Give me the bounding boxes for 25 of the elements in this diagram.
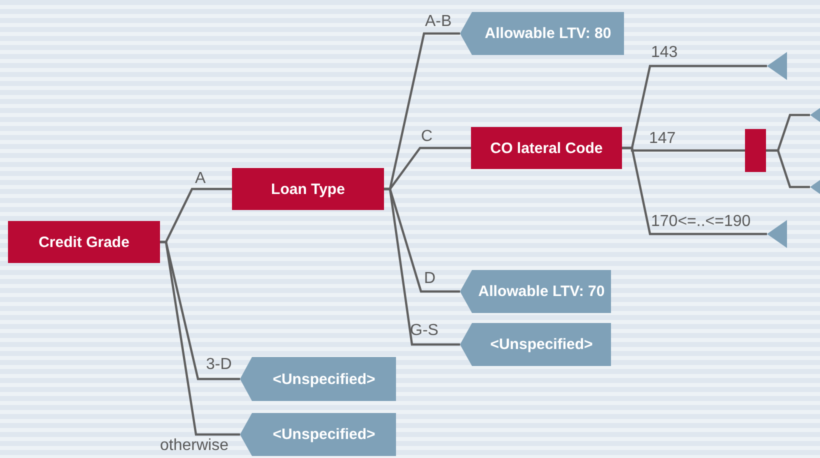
outcome-tag: <Unspecified> bbox=[240, 357, 396, 401]
branch-line bbox=[622, 146, 767, 236]
branch-line bbox=[160, 240, 240, 436]
edge-label: D bbox=[424, 270, 436, 288]
outcome-tag: Allowable LTV: 70 bbox=[460, 270, 611, 313]
decision-box: CO lateral Code bbox=[471, 127, 622, 169]
outcome-tag: <Unspecified> bbox=[240, 413, 396, 456]
edge-label: otherwise bbox=[160, 437, 228, 455]
decision-bar bbox=[745, 129, 766, 172]
leaf-triangle bbox=[767, 52, 787, 80]
edge-label: A-B bbox=[425, 13, 452, 31]
edge-label: 143 bbox=[651, 44, 678, 62]
edge-label: 147 bbox=[649, 130, 676, 148]
branch-line bbox=[384, 188, 460, 346]
outcome-tag: <Unspecified> bbox=[460, 323, 611, 366]
edge-label: G-S bbox=[410, 322, 438, 340]
edge-label: C bbox=[421, 128, 433, 146]
outcome-tag: Allowable LTV: 80 bbox=[460, 12, 624, 55]
leaf-triangle bbox=[767, 220, 787, 248]
edge-label: 170<=..<=190 bbox=[651, 213, 751, 231]
branch-line bbox=[766, 149, 810, 188]
edge-label: A bbox=[195, 170, 206, 188]
edge-label: 3-D bbox=[206, 356, 232, 374]
decision-box: Credit Grade bbox=[8, 221, 160, 263]
decision-box: Loan Type bbox=[232, 168, 384, 210]
